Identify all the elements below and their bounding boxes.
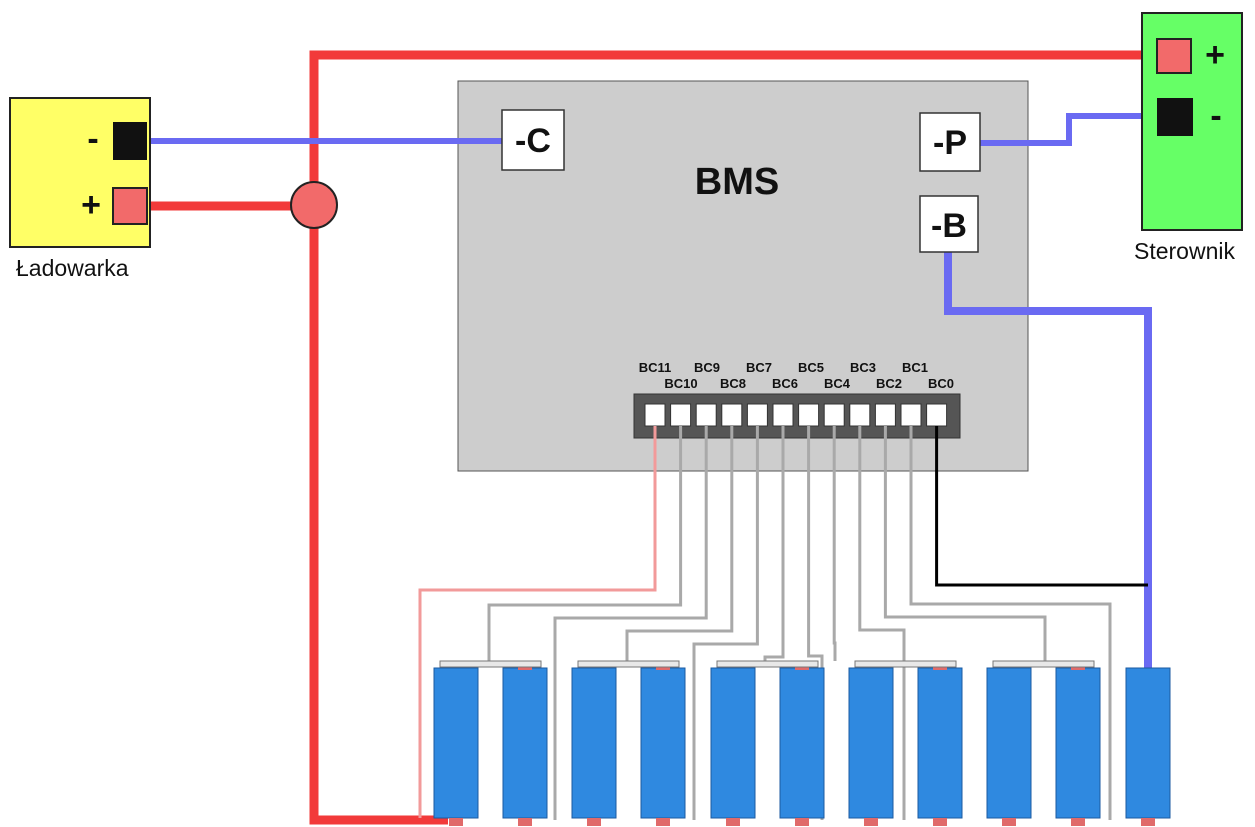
balance-wire-bc8	[625, 426, 734, 661]
series-link-bar	[716, 660, 819, 668]
balance-pin-7	[746, 403, 768, 427]
bc-label-bottom: BC0	[928, 376, 954, 391]
battery-cell	[986, 667, 1032, 819]
bc-label-top: BC1	[902, 360, 928, 375]
balance-wire-bc0	[935, 426, 1148, 587]
battery-cell	[1055, 667, 1101, 819]
charger-positive-terminal	[112, 187, 148, 225]
bc-label-top: BC3	[850, 360, 876, 375]
battery-cell	[848, 667, 894, 819]
cell-bottom-cap	[1071, 818, 1085, 826]
balance-pin-4	[823, 403, 845, 427]
bc-label-bottom: BC6	[772, 376, 798, 391]
controller-minus-sign: -	[1210, 97, 1221, 135]
bc-label-top: BC11	[639, 360, 672, 375]
cell-bottom-cap	[1002, 818, 1016, 826]
controller-label: Sterownik	[1134, 238, 1235, 264]
series-link-bar	[439, 660, 542, 668]
battery-cell	[571, 667, 617, 819]
balance-wire-bc11	[418, 426, 657, 818]
junction-node	[290, 181, 338, 229]
balance-pin-9	[695, 403, 717, 427]
balance-pin-1	[900, 403, 922, 427]
bc-label-bottom: BC8	[720, 376, 746, 391]
terminal-c-box	[501, 109, 565, 171]
balance-pin-10	[670, 403, 692, 427]
series-link-bar	[854, 660, 957, 668]
bc-label-top: BC9	[694, 360, 720, 375]
balance-pin-5	[798, 403, 820, 427]
charger-plus-sign: +	[81, 186, 101, 224]
controller-positive-terminal	[1156, 38, 1192, 74]
terminal-p-box	[919, 112, 981, 172]
battery-cell	[779, 667, 825, 819]
bms-title: BMS	[695, 161, 779, 203]
balance-pin-11	[644, 403, 666, 427]
balance-pin-6	[772, 403, 794, 427]
terminal-b-label: -B	[931, 207, 967, 245]
controller-negative-terminal	[1157, 98, 1193, 136]
bc-label-bottom: BC4	[824, 376, 851, 391]
balance-wire-bc9	[553, 426, 708, 820]
battery-cell	[917, 667, 963, 819]
cell-bottom-cap	[587, 818, 601, 826]
balance-wire-bc2	[883, 426, 1047, 661]
cell-bottom-cap	[1141, 818, 1155, 826]
bc-label-top: BC7	[746, 360, 772, 375]
balance-wire-bc1	[909, 426, 1112, 820]
bc-label-bottom: BC2	[876, 376, 902, 391]
balance-pin-2	[874, 403, 896, 427]
charger-negative-terminal	[113, 122, 147, 160]
controller-negative-wire	[980, 113, 1160, 146]
cell-bottom-cap	[933, 818, 947, 826]
terminal-b-box	[919, 195, 979, 253]
series-link-bar	[577, 660, 680, 668]
balance-wire-bc10	[487, 426, 683, 661]
battery-negative-wire	[944, 252, 1152, 668]
charger-label: Ładowarka	[16, 255, 129, 281]
charger-minus-sign: -	[87, 120, 98, 158]
battery-cell	[1125, 667, 1171, 819]
battery-cell	[640, 667, 686, 819]
cell-bottom-cap	[449, 818, 463, 826]
balance-wire-bc3	[858, 426, 906, 820]
balance-pin-0	[926, 403, 948, 427]
cell-bottom-cap	[795, 818, 809, 826]
balance-wire-bc7	[692, 426, 759, 820]
balance-pin-3	[849, 403, 871, 427]
main-positive-wire	[309, 50, 1157, 825]
bc-label-bottom: BC10	[664, 376, 697, 391]
battery-cell	[502, 667, 548, 819]
terminal-c-label: -C	[515, 122, 551, 160]
balance-pin-8	[721, 403, 743, 427]
balance-wire-bc4	[832, 426, 837, 661]
battery-cell	[433, 667, 479, 819]
battery-cell	[710, 667, 756, 819]
cell-bottom-cap	[518, 818, 532, 826]
balance-wire-bc6	[763, 426, 785, 661]
bc-label-top: BC5	[798, 360, 824, 375]
cell-bottom-cap	[726, 818, 740, 826]
terminal-p-label: -P	[933, 124, 967, 162]
cell-bottom-cap	[656, 818, 670, 826]
cell-bottom-cap	[864, 818, 878, 826]
controller-plus-sign: +	[1205, 36, 1225, 74]
series-link-bar	[992, 660, 1095, 668]
